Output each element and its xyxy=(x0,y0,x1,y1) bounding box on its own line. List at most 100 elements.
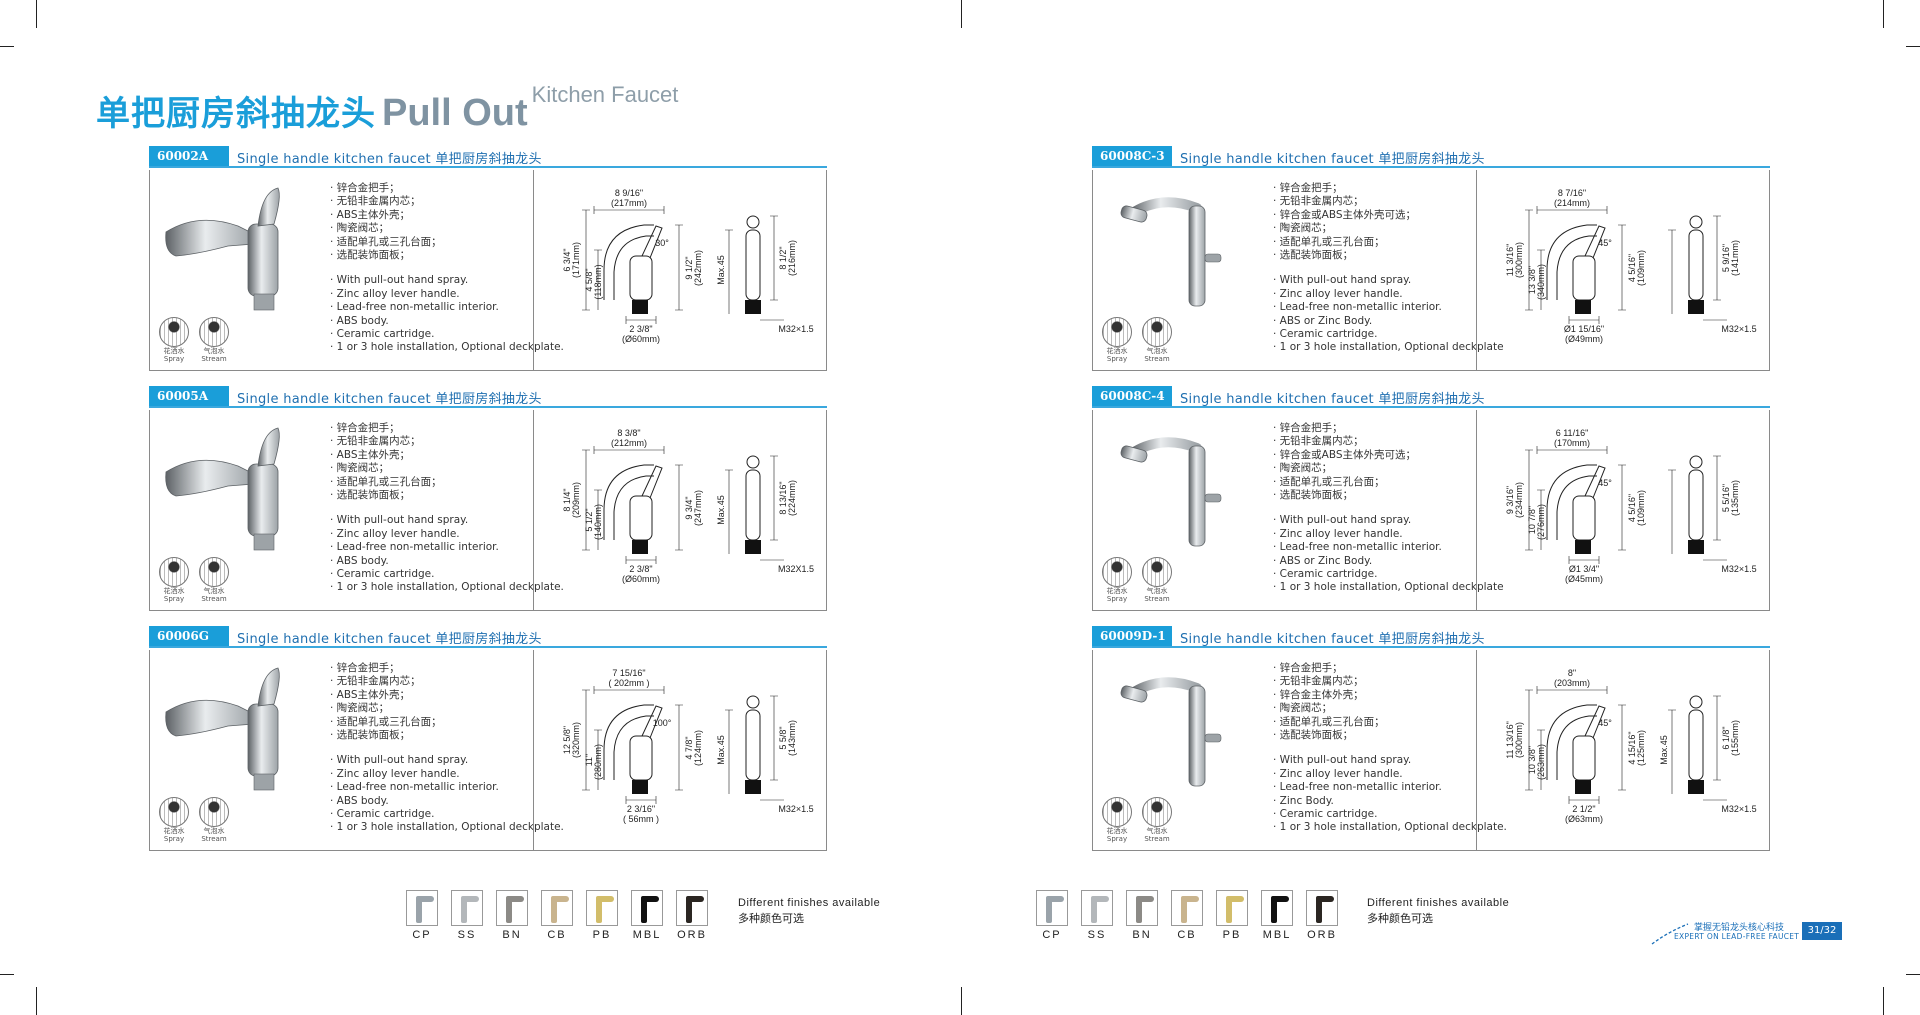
title-en-bold: Pull Out xyxy=(382,92,528,134)
feature-en: · 1 or 3 hole installation, Optional dec… xyxy=(330,581,564,594)
feature-en: · Lead-free non-metallic interior. xyxy=(330,781,499,794)
spray-mode: 花洒水 Spray xyxy=(1101,557,1133,603)
product-code: 60006G xyxy=(149,626,229,646)
crop-mark xyxy=(1906,974,1920,975)
product-name: Single handle kitchen faucet 单把厨房斜抽龙头 xyxy=(237,632,542,647)
stream-label-en: Stream xyxy=(201,595,227,603)
dimension-label: 6 3/4" xyxy=(562,248,572,271)
dimension-label: 11 3/16" xyxy=(1505,244,1515,277)
stream-label-en: Stream xyxy=(1144,595,1170,603)
finish-ss: SS xyxy=(1080,890,1114,941)
title-en-light: Kitchen Faucet xyxy=(531,82,679,107)
crop-mark xyxy=(961,987,962,1015)
finish-note-en: Different finishes available xyxy=(1367,897,1510,909)
dimension-label: 6 11/16" xyxy=(1556,428,1589,438)
finish-code: CP xyxy=(412,929,432,941)
dimension-label: Ø1 15/16" xyxy=(1564,324,1604,334)
dimension-label: 8 9/16" xyxy=(615,188,643,198)
dimension-label: Max.45 xyxy=(716,495,726,525)
feature-cn: · 陶瓷阀芯； xyxy=(330,222,390,235)
stream-label-cn: 气泡水 xyxy=(203,347,225,355)
finish-swatch-icon xyxy=(541,890,573,926)
product-card: 60009D-1 Single handle kitchen faucet 单把… xyxy=(1092,626,1770,851)
feature-list: · 锌合金把手；· 无铅非金属内芯；· ABS主体外壳；· 陶瓷阀芯；· 适配单… xyxy=(330,182,564,355)
dimension-label: (141mm) xyxy=(1730,240,1740,276)
dimension-label: 100° xyxy=(653,718,672,728)
crop-mark xyxy=(1883,0,1884,28)
feature-en: · Zinc alloy lever handle. xyxy=(330,287,460,300)
product-header: 60008C-4 Single handle kitchen faucet 单把… xyxy=(1092,386,1770,408)
finish-mbl: MBL xyxy=(630,890,664,941)
dimension-label: (118mm) xyxy=(593,264,603,299)
product-box: 花洒水 Spray 气泡水 Stream · 锌合金把手；· 无铅非金属内芯；·… xyxy=(149,410,827,611)
dimension-label: (247mm) xyxy=(693,490,703,526)
stream-label-cn: 气泡水 xyxy=(1146,347,1168,355)
dimension-label: Max.45 xyxy=(716,255,726,285)
finish-code: MBL xyxy=(1262,929,1292,941)
dimension-label: (276mm) xyxy=(1536,504,1546,540)
spray-label-cn: 花洒水 xyxy=(1106,347,1128,355)
product-card: 60008C-3 Single handle kitchen faucet 单把… xyxy=(1092,146,1770,371)
finish-code: CB xyxy=(1177,929,1197,941)
feature-cn: · 锌合金把手； xyxy=(330,422,400,434)
feature-cn: · ABS主体外壳； xyxy=(330,688,411,701)
finish-code: SS xyxy=(457,929,477,941)
crop-mark xyxy=(36,0,37,28)
page-number: 31/32 xyxy=(1802,922,1842,940)
finish-swatch-icon xyxy=(496,890,528,926)
feature-list: · 锌合金把手；· 无铅非金属内芯；· 锌合金或ABS主体外壳可选；· 陶瓷阀芯… xyxy=(1273,182,1504,355)
feature-cn: · 选配装饰面板； xyxy=(1273,249,1354,262)
brand-logo: 掌握无铅龙头核心科技 EXPERT ON LEAD-FREE FAUCET xyxy=(1650,918,1810,946)
dimension-label: 45° xyxy=(1598,478,1612,488)
dimension-label: 4 5/8" xyxy=(584,268,594,291)
spray-label-en: Spray xyxy=(1106,595,1128,603)
dimension-label: Max.45 xyxy=(716,735,726,765)
dimension-label: (300mm) xyxy=(1514,722,1524,758)
dimension-label: 2 3/16" xyxy=(627,804,655,814)
feature-en: · Ceramic cartridge. xyxy=(330,808,435,821)
spray-label-cn: 花洒水 xyxy=(163,587,185,595)
stream-label-cn: 气泡水 xyxy=(203,587,225,595)
feature-en: · 1 or 3 hole installation, Optional dec… xyxy=(330,821,564,834)
dimension-label: (Ø45mm) xyxy=(1565,574,1603,584)
dimension-label: 2 3/8" xyxy=(629,564,652,574)
product-header: 60009D-1 Single handle kitchen faucet 单把… xyxy=(1092,626,1770,648)
spray-icon xyxy=(1102,797,1132,827)
dimension-label: M32×1.5 xyxy=(778,324,813,334)
dimension-label: 8 13/16" xyxy=(778,481,788,514)
stream-label-cn: 气泡水 xyxy=(1146,827,1168,835)
feature-en: · Lead-free non-metallic interior. xyxy=(330,541,499,554)
stream-label-cn: 气泡水 xyxy=(203,827,225,835)
finish-code: CP xyxy=(1042,929,1062,941)
dimension-label: (109mm) xyxy=(1636,490,1646,526)
finish-swatch-icon xyxy=(1216,890,1248,926)
dimension-label: (170mm) xyxy=(1554,438,1590,448)
product-header: 60005A Single handle kitchen faucet 单把厨房… xyxy=(149,386,827,408)
dimension-label: (171mm) xyxy=(571,242,581,278)
dimension-label: 8 3/8" xyxy=(617,428,640,438)
dimension-label: 2 3/8" xyxy=(629,324,652,334)
product-code: 60008C-3 xyxy=(1092,146,1172,166)
dimension-label: 9 3/16" xyxy=(1505,486,1515,514)
dimension-label: 5 1/2" xyxy=(584,508,594,531)
divider xyxy=(1476,650,1477,850)
finish-code: ORB xyxy=(1307,929,1337,941)
finish-code: BN xyxy=(502,929,522,941)
dimension-label: (212mm) xyxy=(611,438,647,448)
dimension-label: (135mm) xyxy=(1730,480,1740,516)
dimension-label: 8 1/2" xyxy=(778,246,788,269)
dimension-label: 4 7/8" xyxy=(684,736,694,759)
dimension-label: 12 5/8" xyxy=(562,726,572,754)
feature-cn: · 适配单孔或三孔台面； xyxy=(330,475,442,488)
dimension-label: (340mm) xyxy=(1536,264,1546,300)
feature-cn: · 无铅非金属内芯； xyxy=(330,435,421,448)
dimension-label: 2 1/2" xyxy=(1572,804,1595,814)
dimension-label: 10 3/8" xyxy=(1527,746,1537,774)
dimension-label: (224mm) xyxy=(787,480,797,516)
spray-label-cn: 花洒水 xyxy=(1106,827,1128,835)
spray-icon xyxy=(159,557,189,587)
crop-mark xyxy=(36,987,37,1015)
divider xyxy=(1476,410,1477,610)
product-code: 60008C-4 xyxy=(1092,386,1172,406)
dimension-label: (125mm) xyxy=(1636,730,1646,766)
